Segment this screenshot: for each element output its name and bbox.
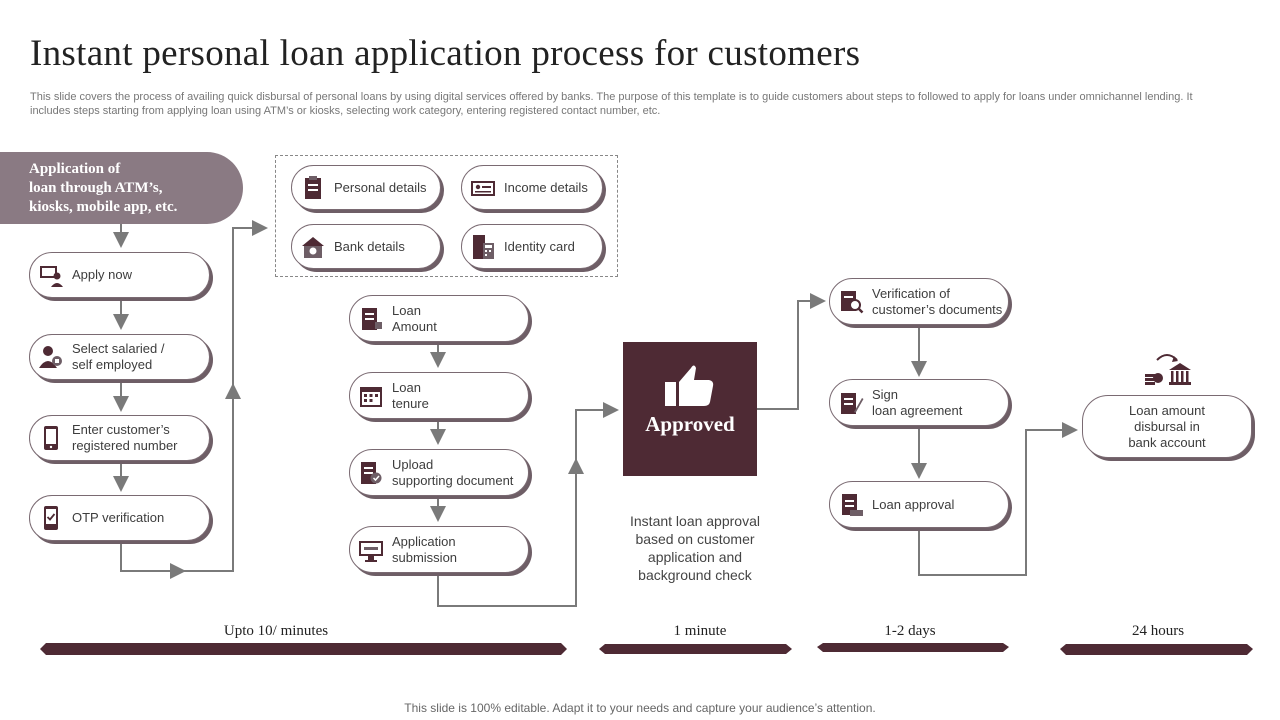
id-card-icon [471, 180, 495, 196]
sign-document-icon [841, 392, 864, 414]
detail-bank: Bank details [291, 224, 441, 269]
arrow-approval-to-final [918, 422, 1078, 576]
submit-screen-icon [359, 540, 383, 562]
timeline-bar-2 [599, 644, 792, 654]
approval-document-icon [842, 493, 863, 516]
step-upload-document: Upload supporting document [349, 449, 529, 496]
bank-house-icon [302, 236, 324, 258]
step-loan-tenure: Loan tenure [349, 372, 529, 419]
timeline-label-2: 1 minute [673, 623, 727, 639]
timeline-bar-3 [817, 643, 1009, 652]
step-apply-now: Apply now [29, 252, 210, 298]
detail-personal: Personal details [291, 165, 441, 210]
magnify-document-icon [841, 290, 864, 313]
page-title: Instant personal loan application proces… [30, 33, 861, 74]
slide-description: This slide covers the process of availin… [30, 91, 1193, 117]
step-verification: Verification of customer’s documents [829, 278, 1009, 325]
calculator-icon [473, 234, 494, 259]
arrow-up-to-details [182, 383, 241, 572]
timeline-label-4: 24 hours [1131, 623, 1185, 639]
step-enter-number: Enter customer’s registered number [29, 415, 210, 461]
people-icon [39, 346, 62, 368]
detail-income: Income details [461, 165, 603, 210]
arrow-approved-to-verify [757, 293, 826, 410]
arrow-to-details-box [232, 220, 268, 390]
phone-check-icon [44, 506, 58, 530]
upload-document-icon [361, 461, 382, 484]
approved-box: Approved [623, 342, 757, 476]
timeline-bar-1 [40, 643, 567, 655]
step-application-submission: Application submission [349, 526, 529, 573]
document-icon [362, 307, 382, 330]
coins-bank-icon [1145, 354, 1191, 385]
arrow-otp-out [120, 543, 186, 579]
calendar-icon [360, 386, 382, 407]
phone-icon [44, 426, 58, 450]
timeline-label-3: 1-2 days [884, 623, 936, 639]
timeline-label-1: Upto 10/ minutes [223, 623, 329, 639]
approval-note: Instant loan approval based on customer … [630, 513, 760, 583]
clipboard-icon [305, 175, 321, 199]
step-select-salaried: Select salaried / self employed [29, 334, 210, 380]
thumbs-up-icon [665, 365, 714, 406]
computer-user-icon [40, 266, 63, 287]
details-box [275, 155, 618, 277]
arrow-to-approved [575, 402, 619, 466]
step-loan-approval: Loan approval [829, 481, 1009, 528]
start-application-pill: Application of loan through ATM’s, kiosk… [0, 152, 243, 224]
step-sign-agreement: Sign loan agreement [829, 379, 1009, 426]
arrow-submit-to-approved [437, 458, 584, 607]
step-otp-verification: OTP verification [29, 495, 210, 541]
footer-note: This slide is 100% editable. Adapt it to… [404, 701, 876, 715]
detail-identity: Identity card [461, 224, 603, 269]
step-loan-amount: Loan Amount [349, 295, 529, 342]
timeline-bar-4 [1060, 644, 1253, 655]
final-disbursal: Loan amount disbursal in bank account [1082, 395, 1252, 458]
